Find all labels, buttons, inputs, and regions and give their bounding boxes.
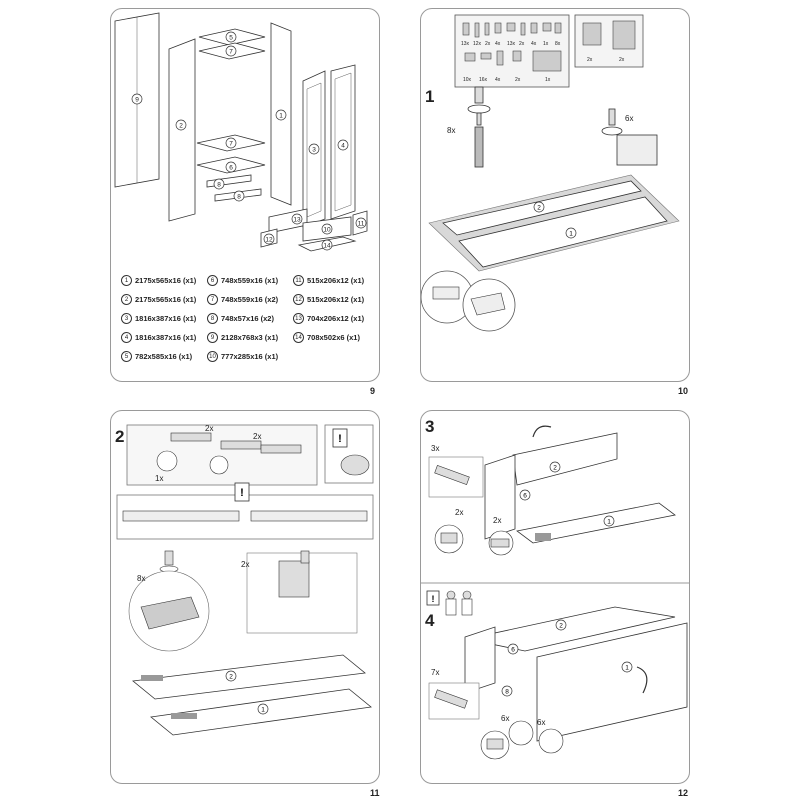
- callout-2: 2: [179, 123, 183, 130]
- svg-text:2: 2: [229, 674, 233, 681]
- quantity-label: 2x: [241, 560, 249, 569]
- hw-count: 4x: [495, 41, 501, 47]
- svg-text:14: 14: [323, 243, 331, 250]
- quantity-label: 6x: [501, 714, 509, 723]
- quantity-label: 2x: [455, 508, 463, 517]
- hw-count: 2x: [587, 57, 593, 63]
- step-3-4-drawing: 2 6 1 3x 2x 2x ! 2 1 6 8: [421, 425, 689, 760]
- hw-count: 1x: [545, 77, 551, 83]
- step-number: 2: [115, 427, 125, 446]
- svg-text:2: 2: [553, 465, 557, 472]
- svg-text:12: 12: [265, 237, 273, 244]
- quantity-label: 8x: [137, 574, 145, 583]
- quantity-label: 3x: [431, 444, 439, 453]
- hw-count: 1x: [543, 41, 549, 47]
- step-number: 4: [425, 611, 435, 630]
- page-number: 11: [370, 788, 380, 798]
- svg-text:8: 8: [217, 182, 221, 189]
- hw-count: 13x: [507, 41, 516, 47]
- svg-text:1: 1: [607, 519, 611, 526]
- svg-text:6: 6: [229, 165, 233, 172]
- callout-1: 1: [279, 113, 283, 120]
- svg-text:6: 6: [511, 647, 515, 654]
- hw-count: 4x: [495, 77, 501, 83]
- svg-text:2: 2: [559, 623, 563, 630]
- svg-text:11: 11: [358, 221, 365, 228]
- svg-text:2: 2: [537, 205, 541, 212]
- step-1-drawing: 13x 12x 2x 4x 13x 2x 4x 1x 8x 10x 16x 4x…: [421, 14, 680, 332]
- page-10-panel: 1 13x 12x 2x 4x 13x 2x 4x 1x 8x 10x 16x …: [420, 8, 690, 382]
- svg-text:8: 8: [505, 689, 509, 696]
- page-11-panel: 2 ! 2x 2x 1x !: [110, 410, 380, 784]
- parts-overview-drawing: 9 2 1 5 7 7 6 8 8 3 4 13 12 10 11 14: [114, 12, 368, 252]
- svg-text:4: 4: [341, 143, 345, 150]
- hw-count: 2x: [519, 41, 525, 47]
- hw-count: 2x: [619, 57, 625, 63]
- svg-text:7: 7: [229, 141, 233, 148]
- svg-text:1: 1: [261, 707, 265, 714]
- svg-text:1: 1: [625, 665, 629, 672]
- svg-text:3: 3: [312, 147, 316, 154]
- svg-text:!: !: [240, 487, 244, 499]
- svg-text:7: 7: [229, 49, 233, 56]
- svg-text:!: !: [432, 594, 435, 604]
- quantity-label: 7x: [431, 668, 439, 677]
- svg-text:6: 6: [523, 493, 527, 500]
- step-number: 1: [425, 87, 435, 106]
- page-number: 10: [678, 386, 689, 396]
- quantity-label: 2x: [253, 432, 261, 441]
- hw-count: 8x: [555, 41, 561, 47]
- hw-count: 2x: [485, 41, 491, 47]
- svg-text:1: 1: [569, 231, 573, 238]
- svg-text:8: 8: [237, 194, 241, 201]
- svg-text:5: 5: [229, 35, 233, 42]
- svg-text:10: 10: [323, 227, 331, 234]
- quantity-label: 6x: [537, 718, 545, 727]
- hw-count: 13x: [461, 41, 470, 47]
- quantity-label: 6x: [625, 114, 633, 123]
- svg-text:!: !: [338, 433, 342, 445]
- step-number: 3: [425, 417, 435, 436]
- quantity-label: 1x: [155, 474, 163, 483]
- page-number: 9: [370, 386, 376, 396]
- svg-text:13: 13: [293, 217, 301, 224]
- page-number: 12: [678, 788, 689, 798]
- quantity-label: 2x: [205, 424, 213, 433]
- page-12-panel: 3 4 2 6 1 3x 2x 2x !: [420, 410, 690, 784]
- hw-count: 12x: [473, 41, 482, 47]
- hw-count: 2x: [515, 77, 521, 83]
- quantity-label: 8x: [447, 126, 455, 135]
- step-2-drawing: ! 2x 2x 1x ! 8x: [116, 424, 374, 736]
- quantity-label: 2x: [493, 516, 501, 525]
- hw-count: 10x: [463, 77, 472, 83]
- hw-count: 4x: [531, 41, 537, 47]
- hw-count: 16x: [479, 77, 488, 83]
- callout-9: 9: [135, 97, 139, 104]
